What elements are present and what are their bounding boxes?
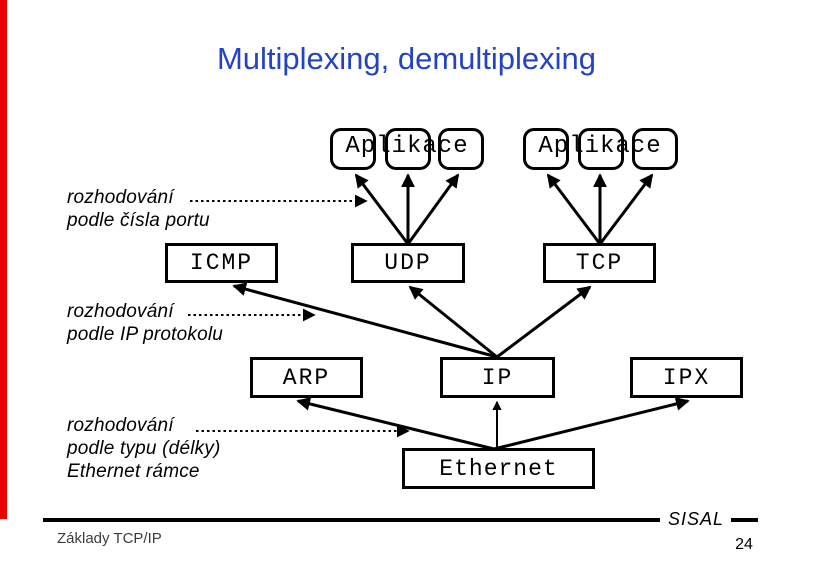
arrow-udp-app1	[354, 173, 410, 245]
app-box	[632, 128, 678, 170]
app-group-label-right: Aplikace	[538, 133, 662, 160]
box-arp: ARP	[250, 357, 363, 398]
box-ip: IP	[440, 357, 555, 398]
decision-label-line: podle IP protokolu	[67, 324, 224, 345]
decision-label-protocol: rozhodování podle IP protokolu	[67, 300, 223, 346]
slide-title: Multiplexing, demultiplexing	[216, 41, 597, 76]
arrow-tcp-app3	[598, 173, 654, 245]
app-group-label-left: Aplikace	[345, 133, 469, 160]
decision-label-line: podle typu (délky)	[67, 438, 221, 459]
app-box	[578, 128, 624, 170]
decision-label-port: rozhodování podle čísla portu	[67, 186, 210, 232]
app-box	[330, 128, 376, 170]
arrow-ethernet-arp	[296, 397, 495, 451]
app-box	[438, 128, 484, 170]
arrow-ip-tcp	[496, 285, 592, 359]
left-accent-bar	[0, 0, 7, 519]
app-box	[523, 128, 569, 170]
page-number: 24	[735, 536, 753, 553]
box-tcp: TCP	[543, 243, 656, 283]
arrow-udp-app3	[406, 173, 460, 245]
box-ethernet: Ethernet	[402, 448, 595, 489]
decision-label-line: rozhodování	[67, 415, 174, 436]
decision-label-ethertype: rozhodování podle typu (délky) Ethernet …	[67, 414, 221, 483]
decision-label-line: podle čísla portu	[67, 210, 210, 231]
footer-rule	[43, 518, 660, 522]
box-icmp: ICMP	[165, 243, 278, 283]
decision-label-line: rozhodování	[67, 301, 174, 322]
footer-course-title: Základy TCP/IP	[57, 530, 162, 547]
decision-label-line: rozhodování	[67, 187, 174, 208]
box-ipx: IPX	[630, 357, 743, 398]
arrow-ip-icmp	[232, 282, 498, 359]
arrow-ethernet-ipx	[493, 397, 690, 451]
footer-brand: SISAL	[667, 509, 725, 529]
footer-rule-dash	[731, 518, 758, 522]
box-udp: UDP	[351, 243, 465, 283]
app-box	[385, 128, 431, 170]
decision-label-line: Ethernet rámce	[67, 461, 200, 482]
arrow-tcp-app1	[546, 173, 602, 245]
arrow-ip-udp	[408, 285, 498, 359]
